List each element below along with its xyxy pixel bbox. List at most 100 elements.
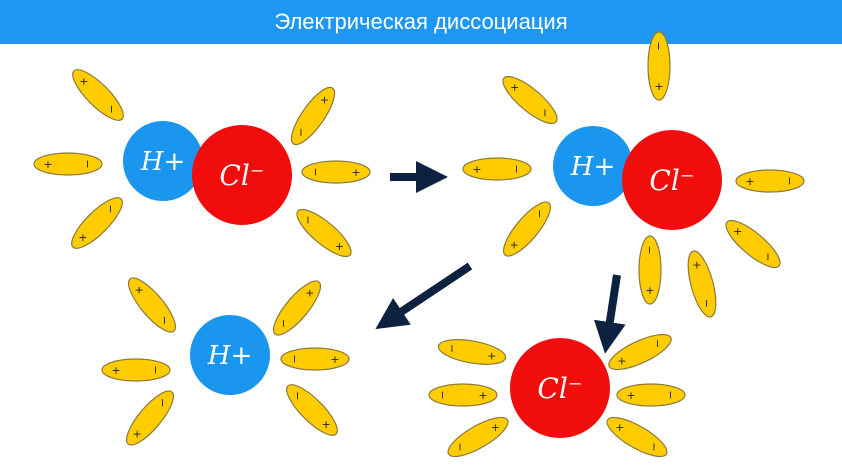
water-molecule-ellipse bbox=[296, 208, 352, 258]
water-molecule-ellipse bbox=[101, 358, 171, 382]
water-molecule-ellipse bbox=[447, 416, 509, 458]
water-dipole: +− bbox=[647, 31, 671, 101]
page-title: Электрическая диссоциация bbox=[274, 9, 568, 34]
water-dipole: +− bbox=[290, 86, 336, 146]
minus-sign: − bbox=[454, 442, 467, 451]
minus-sign: − bbox=[643, 245, 656, 254]
chloride-ion-label: Cl⁻ bbox=[219, 159, 264, 192]
hydrogen-ion-circle bbox=[190, 315, 270, 395]
water-dipole: +− bbox=[72, 69, 124, 121]
water-dipole: +− bbox=[71, 197, 123, 249]
arrow-down bbox=[593, 274, 626, 354]
minus-sign: − bbox=[309, 167, 322, 176]
water-dipole: +− bbox=[687, 250, 717, 318]
plus-sign: + bbox=[78, 231, 87, 244]
minus-sign: − bbox=[105, 105, 118, 114]
water-molecule-ellipse bbox=[616, 383, 686, 407]
minus-sign: − bbox=[510, 164, 523, 173]
plus-sign: + bbox=[472, 163, 481, 176]
water-dipole: +− bbox=[125, 390, 175, 446]
water-dipole: +− bbox=[101, 358, 171, 382]
hydrogen-ion-label: H+ bbox=[207, 341, 252, 371]
minus-sign: − bbox=[295, 128, 308, 137]
water-dipole: +− bbox=[502, 201, 552, 257]
minus-sign: − bbox=[277, 319, 290, 328]
water-molecule-ellipse bbox=[725, 219, 781, 269]
hydrogen-ion-label: H+ bbox=[570, 152, 615, 182]
water-molecule-ellipse bbox=[125, 390, 175, 446]
water-dipole: +− bbox=[608, 333, 672, 371]
plus-sign: + bbox=[645, 284, 654, 297]
plus-sign: + bbox=[322, 418, 331, 431]
water-molecule-ellipse bbox=[647, 31, 671, 101]
plus-sign: + bbox=[510, 81, 519, 94]
hydrogen-ion: H+ bbox=[190, 315, 270, 395]
minus-sign: − bbox=[533, 209, 546, 218]
plus-sign: + bbox=[111, 364, 120, 377]
water-dipole: +− bbox=[33, 152, 103, 176]
chloride-ion-label: Cl⁻ bbox=[649, 164, 694, 197]
plus-sign: + bbox=[79, 75, 88, 88]
water-molecule-ellipse bbox=[301, 160, 371, 184]
plus-sign: + bbox=[626, 389, 635, 402]
water-dipole: +− bbox=[462, 157, 532, 181]
water-molecule-ellipse bbox=[290, 86, 336, 146]
chloride-ion: Cl⁻ bbox=[510, 338, 610, 438]
water-molecule-ellipse bbox=[606, 416, 668, 458]
plus-sign: + bbox=[510, 238, 519, 251]
chloride-ion-circle bbox=[622, 130, 722, 230]
plus-sign: + bbox=[133, 427, 142, 440]
plus-sign: + bbox=[654, 80, 663, 93]
minus-sign: − bbox=[436, 390, 449, 399]
water-molecule-ellipse bbox=[71, 197, 123, 249]
plus-sign: + bbox=[320, 94, 329, 107]
water-molecule-ellipse bbox=[272, 280, 322, 336]
minus-sign: − bbox=[651, 339, 664, 348]
water-dipole: +− bbox=[428, 383, 498, 407]
minus-sign: − bbox=[81, 159, 94, 168]
arrow-down-left bbox=[375, 262, 473, 330]
chloride-ion: Cl⁻ bbox=[622, 130, 722, 230]
water-dipole: +− bbox=[725, 219, 781, 269]
hydrogen-ion-circle bbox=[123, 121, 203, 201]
water-dipole: +− bbox=[296, 208, 352, 258]
water-dipole: +− bbox=[606, 416, 668, 458]
chloride-ion-label: Cl⁻ bbox=[537, 372, 582, 405]
plus-sign: + bbox=[43, 158, 52, 171]
hydrogen-ion-label: H+ bbox=[140, 147, 185, 177]
plus-sign: + bbox=[135, 284, 144, 297]
water-dipole: +− bbox=[437, 339, 507, 365]
chloride-ion-circle bbox=[510, 338, 610, 438]
chloride-ion: Cl⁻ bbox=[192, 125, 292, 225]
minus-sign: − bbox=[149, 365, 162, 374]
water-molecule-ellipse bbox=[502, 201, 552, 257]
water-molecule-ellipse bbox=[286, 384, 338, 436]
minus-sign: − bbox=[104, 204, 117, 213]
plus-sign: + bbox=[351, 166, 360, 179]
water-molecule-ellipse bbox=[462, 157, 532, 181]
hydrogen-ion: H+ bbox=[123, 121, 203, 201]
minus-sign: − bbox=[291, 391, 304, 400]
water-dipole: +− bbox=[286, 384, 338, 436]
plus-sign: + bbox=[617, 354, 626, 367]
water-dipole: +− bbox=[447, 416, 509, 458]
minus-sign: − bbox=[783, 176, 796, 185]
minus-sign: − bbox=[158, 316, 171, 325]
plus-sign: + bbox=[491, 421, 500, 434]
minus-sign: − bbox=[761, 252, 774, 261]
plus-sign: + bbox=[478, 389, 487, 402]
plus-sign: + bbox=[330, 353, 339, 366]
water-molecule-ellipse bbox=[428, 383, 498, 407]
minus-sign: − bbox=[445, 344, 458, 353]
water-dipole: +− bbox=[127, 277, 177, 333]
water-dipole: +− bbox=[280, 347, 350, 371]
plus-sign: + bbox=[692, 259, 701, 272]
minus-sign: − bbox=[652, 41, 665, 50]
plus-sign: + bbox=[487, 349, 496, 362]
water-molecule-ellipse bbox=[502, 75, 558, 125]
minus-sign: − bbox=[700, 299, 713, 308]
minus-sign: − bbox=[156, 398, 169, 407]
water-dipole: +− bbox=[301, 160, 371, 184]
minus-sign: − bbox=[647, 442, 660, 451]
